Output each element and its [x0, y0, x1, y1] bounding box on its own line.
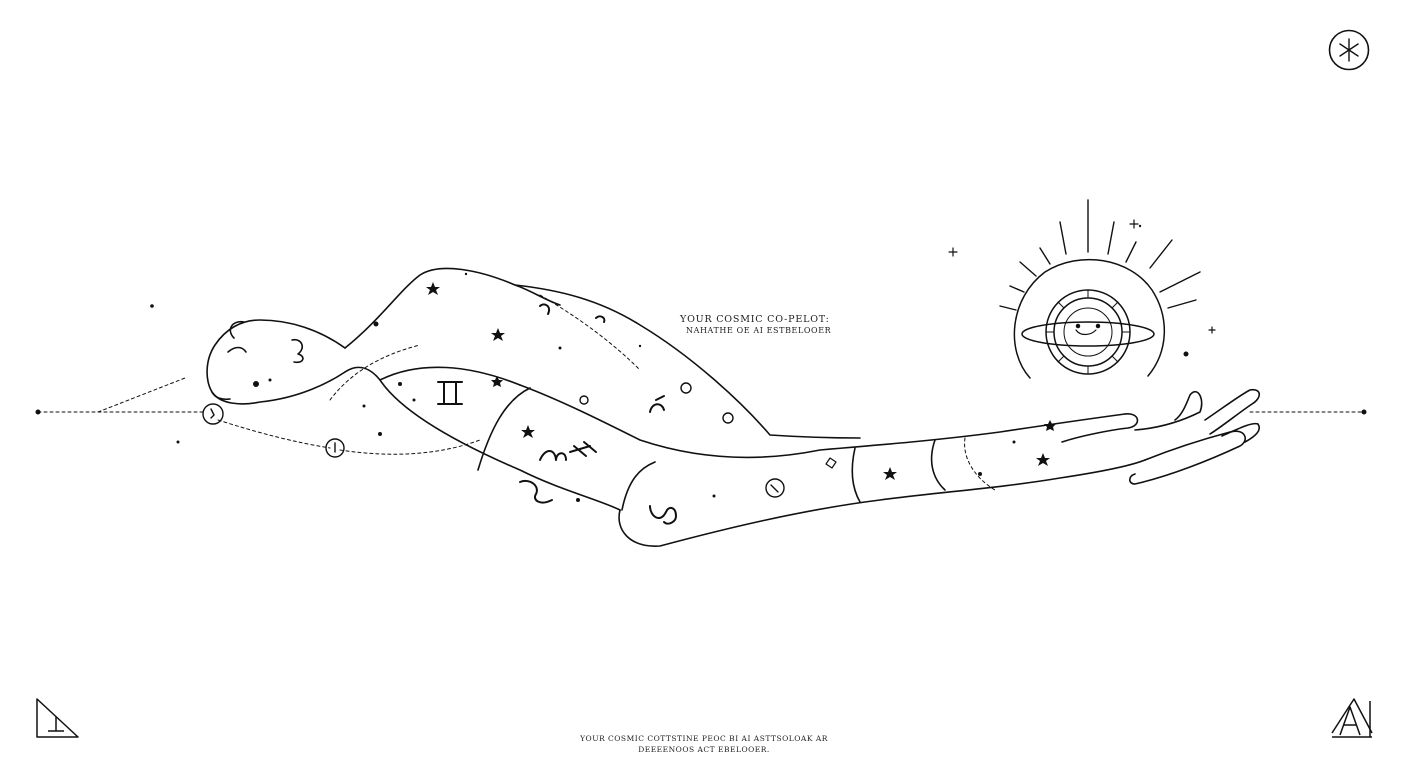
body-stars	[150, 224, 1189, 502]
tagline-title: YOUR COSMIC CO-PELOT:	[680, 314, 830, 325]
zodiac-glyphs	[437, 303, 677, 525]
asterisk-star-icon[interactable]	[1327, 28, 1371, 72]
triangle-glyph-icon	[34, 697, 82, 741]
astrology-wheel-orb-icon	[999, 199, 1201, 379]
tagline-subtitle: NAHATHE OE AI ESTBELOOER	[686, 326, 832, 335]
horizon-right-dot	[1361, 409, 1367, 415]
body-planets	[202, 382, 785, 498]
triangle-a-glyph-icon	[1330, 697, 1378, 741]
horizon-left-dot	[35, 409, 41, 415]
footer-line-1: YOUR COSMIC COTTSTINE PEOC BI AI ASTTSOL…	[580, 734, 828, 743]
sparkles	[825, 219, 1216, 469]
constellation-lines	[97, 294, 641, 455]
reclining-figure	[206, 267, 1261, 547]
footer-line-2: DEEEENOOS ACT EBELOOER.	[638, 745, 770, 754]
